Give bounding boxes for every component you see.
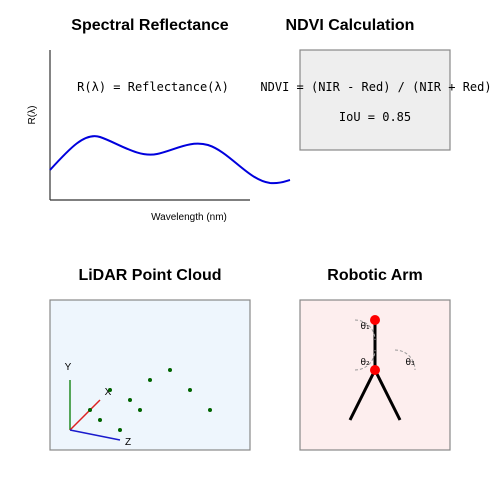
lidar-point <box>138 408 142 412</box>
lidar-x-axis <box>69 399 101 431</box>
lidar-z-label: Z <box>125 437 131 448</box>
spectral-y-label: R(λ) <box>27 106 38 125</box>
spectral-x-label: Wavelength (nm) <box>151 212 227 223</box>
lidar-title: LiDAR Point Cloud <box>78 267 221 284</box>
lidar-z-axis <box>69 429 121 441</box>
theta2-label: θ₂ <box>360 358 370 368</box>
ndvi-box <box>299 49 451 151</box>
lidar-point <box>168 368 172 372</box>
arm-right-link <box>373 369 402 421</box>
theta1-arc <box>354 319 376 341</box>
lidar-panel: LiDAR Point Cloud Y X Z <box>49 267 251 451</box>
spectral-reflectance-panel: Spectral Reflectance R(λ) = Reflectance(… <box>27 17 291 223</box>
lidar-x-label: X <box>105 387 112 398</box>
lidar-point <box>98 418 102 422</box>
theta2-arc <box>354 349 376 371</box>
arm-top-joint <box>370 315 380 325</box>
robotic-arm-panel: Robotic Arm θ₁ θ₂ θ₃ <box>299 267 451 451</box>
ndvi-formula: NDVI = (NIR - Red) / (NIR + Red) <box>260 80 491 94</box>
spectral-equation: R(λ) = Reflectance(λ) <box>77 80 229 94</box>
lidar-y-label: Y <box>65 362 72 373</box>
lidar-point <box>108 388 112 392</box>
arm-middle-joint <box>370 365 380 375</box>
theta3-arc <box>394 349 416 371</box>
lidar-box <box>49 299 251 451</box>
ndvi-title: NDVI Calculation <box>286 17 415 34</box>
ndvi-panel: NDVI Calculation NDVI = (NIR - Red) / (N… <box>260 17 492 151</box>
lidar-point <box>128 398 132 402</box>
arm-left-link <box>348 369 377 421</box>
lidar-point <box>118 428 122 432</box>
theta3-label: θ₃ <box>405 358 415 368</box>
spectral-title: Spectral Reflectance <box>71 17 229 34</box>
theta1-label: θ₁ <box>360 322 370 332</box>
lidar-points <box>88 368 212 432</box>
lidar-point <box>88 408 92 412</box>
lidar-point <box>148 378 152 382</box>
lidar-point <box>208 408 212 412</box>
iou-value: IoU = 0.85 <box>339 110 411 124</box>
lidar-point <box>188 388 192 392</box>
robot-title: Robotic Arm <box>327 267 422 284</box>
reflectance-curve <box>49 135 291 185</box>
